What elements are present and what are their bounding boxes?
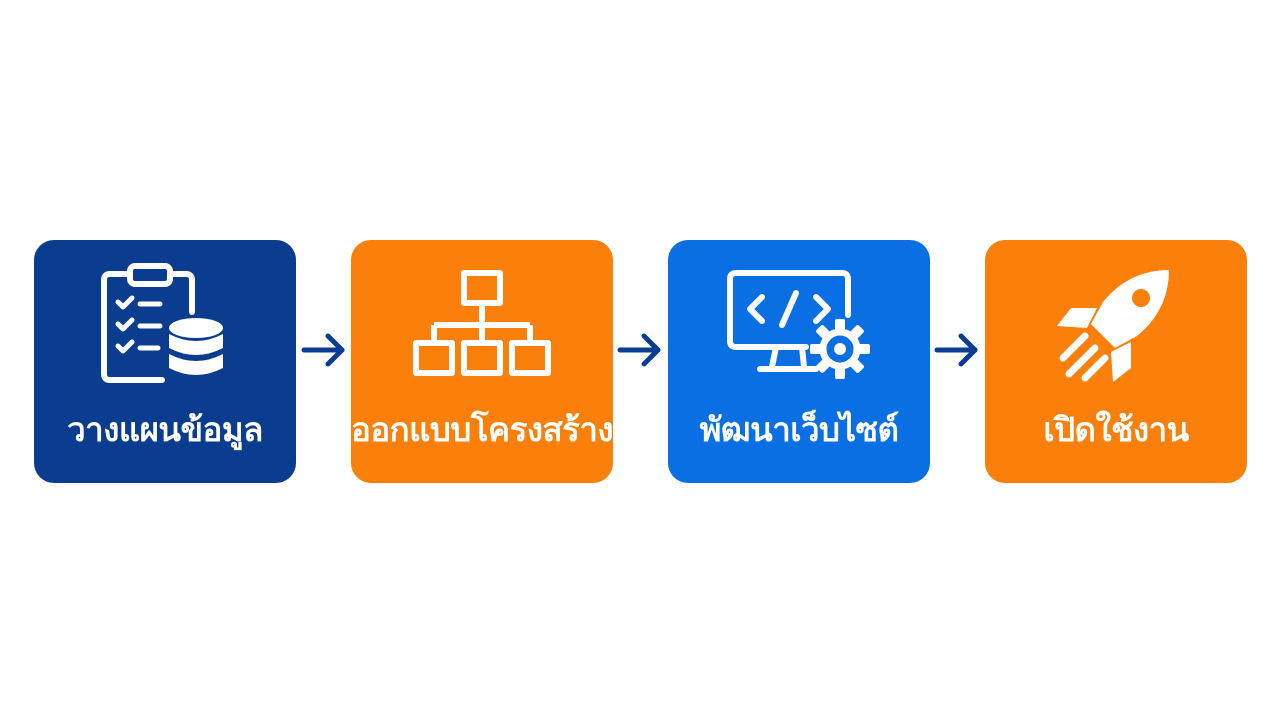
step-plan-data: วางแผนข้อมูล: [34, 240, 296, 483]
step-design-structure: ออกแบบโครงสร้าง: [351, 240, 613, 483]
arrow-right-icon: [616, 330, 664, 370]
rocket-icon: [985, 262, 1247, 392]
monitor-code-gear-icon: [668, 262, 930, 392]
step-develop-website: พัฒนาเว็บไซต์: [668, 240, 930, 483]
arrow-right-icon: [933, 330, 981, 370]
step-label: พัฒนาเว็บไซต์: [699, 410, 899, 449]
step-label: ออกแบบโครงสร้าง: [351, 410, 613, 449]
step-launch: เปิดใช้งาน: [985, 240, 1247, 483]
arrow-right-icon: [300, 330, 348, 370]
step-label: เปิดใช้งาน: [1043, 410, 1189, 449]
clipboard-database-icon: [34, 262, 296, 392]
step-label: วางแผนข้อมูล: [67, 410, 263, 449]
sitemap-icon: [351, 262, 613, 392]
